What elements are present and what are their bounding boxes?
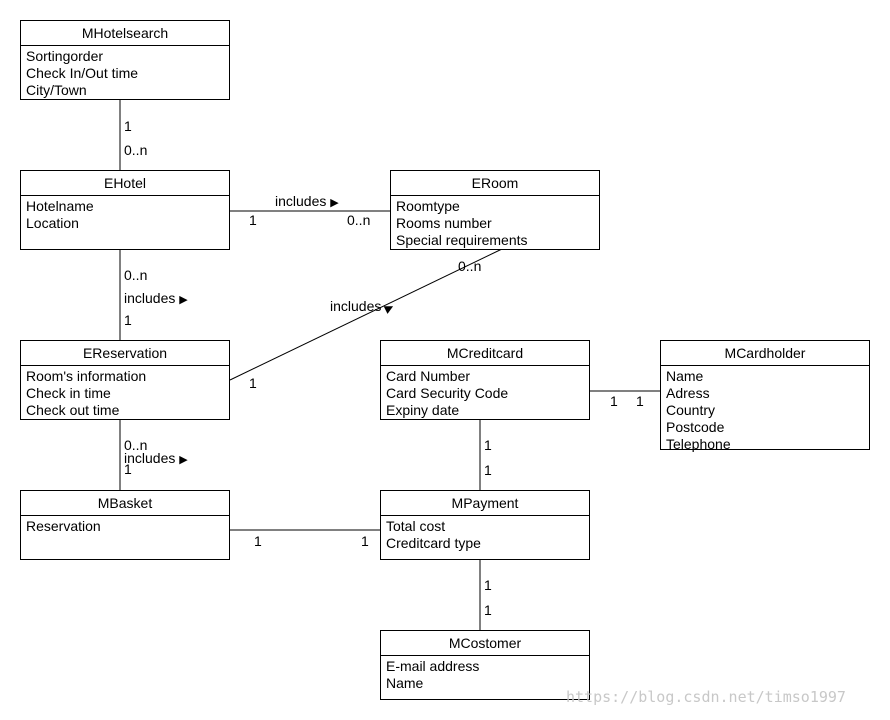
class-attribute: Reservation xyxy=(26,518,101,534)
class-attribute: Check In/Out time xyxy=(26,65,139,81)
multiplicity-label: 0..n xyxy=(124,437,148,453)
class-attribute: Postcode xyxy=(666,419,725,435)
class-attribute: Card Security Code xyxy=(386,385,509,401)
multiplicity-label: 1 xyxy=(124,312,132,328)
class-mpayment: MPayment Total cost Creditcard type xyxy=(380,490,590,560)
multiplicity-label: 1 xyxy=(484,462,492,478)
multiplicity-label: 1 xyxy=(610,393,618,409)
multiplicity-label: 0..n xyxy=(124,267,148,283)
class-eroom: ERoom Roomtype Rooms number Special requ… xyxy=(390,170,600,250)
class-mcardholder: MCardholder Name Adress Country Postcode… xyxy=(660,340,870,452)
watermark: https://blog.csdn.net/timso1997 xyxy=(566,688,846,706)
class-name: MCardholder xyxy=(661,341,869,366)
class-attribute: Country xyxy=(666,402,716,418)
class-ereservation: EReservation Room's information Check in… xyxy=(20,340,230,420)
class-name: MPayment xyxy=(381,491,589,516)
line-reservation-room xyxy=(229,248,503,381)
direction-arrow-icon: ▶ xyxy=(179,294,188,306)
class-attribute: Room's information xyxy=(26,368,147,384)
class-name: ERoom xyxy=(391,171,599,196)
multiplicity-label: 1 xyxy=(254,533,262,549)
role-label: includes ▶ xyxy=(124,290,188,308)
class-attribute: Adress xyxy=(666,385,710,401)
direction-arrow-icon: ▶ xyxy=(330,197,339,209)
role-label: includes ▶ xyxy=(124,450,188,468)
role-label: includes ▶ xyxy=(330,298,396,316)
class-attribute: Roomtype xyxy=(396,198,460,214)
class-attribute: E-mail address xyxy=(386,658,480,674)
class-mcostomer: MCostomer E-mail address Name xyxy=(380,630,590,700)
multiplicity-label: 0..n xyxy=(458,258,482,274)
multiplicity-label: 1 xyxy=(124,461,132,477)
class-name: EReservation xyxy=(21,341,229,366)
class-attribute: City/Town xyxy=(26,82,87,98)
class-attribute: Special requirements xyxy=(396,232,528,248)
multiplicity-label: 1 xyxy=(484,577,492,593)
class-name: MHotelsearch xyxy=(21,21,229,46)
class-mcreditcard: MCreditcard Card Number Card Security Co… xyxy=(380,340,590,420)
class-ehotel: EHotel Hotelname Location xyxy=(20,170,230,250)
class-attribute: Card Number xyxy=(386,368,471,384)
class-attribute: Check in time xyxy=(26,385,111,401)
class-attribute: Rooms number xyxy=(396,215,492,231)
class-attribute: Hotelname xyxy=(26,198,94,214)
class-name: MBasket xyxy=(21,491,229,516)
class-name: EHotel xyxy=(21,171,229,196)
multiplicity-label: 1 xyxy=(249,375,257,391)
multiplicity-label: 0..n xyxy=(347,212,371,228)
role-text: includes xyxy=(124,450,176,466)
role-text: includes xyxy=(124,290,176,306)
class-mbasket: MBasket Reservation xyxy=(20,490,230,560)
multiplicity-label: 0..n xyxy=(124,142,148,158)
class-attribute: Name xyxy=(666,368,704,384)
class-attribute: Location xyxy=(26,215,79,231)
class-attribute: Sortingorder xyxy=(26,48,104,64)
role-text: includes xyxy=(330,298,382,314)
direction-arrow-icon: ▶ xyxy=(179,454,188,466)
class-attribute: Expiny date xyxy=(386,402,460,418)
multiplicity-label: 1 xyxy=(249,212,257,228)
multiplicity-label: 1 xyxy=(484,602,492,618)
multiplicity-label: 1 xyxy=(361,533,369,549)
class-name: MCostomer xyxy=(381,631,589,656)
class-mhotelsearch: MHotelsearch Sortingorder Check In/Out t… xyxy=(20,20,230,100)
multiplicity-label: 1 xyxy=(124,118,132,134)
multiplicity-label: 1 xyxy=(636,393,644,409)
role-label: includes ▶ xyxy=(275,193,339,211)
multiplicity-label: 1 xyxy=(484,437,492,453)
class-attribute: Total cost xyxy=(386,518,446,534)
role-text: includes xyxy=(275,193,327,209)
class-attribute: Check out time xyxy=(26,402,120,418)
class-attribute: Name xyxy=(386,675,424,691)
class-name: MCreditcard xyxy=(381,341,589,366)
class-attribute: Creditcard type xyxy=(386,535,481,551)
class-attribute: Telephone xyxy=(666,436,731,452)
